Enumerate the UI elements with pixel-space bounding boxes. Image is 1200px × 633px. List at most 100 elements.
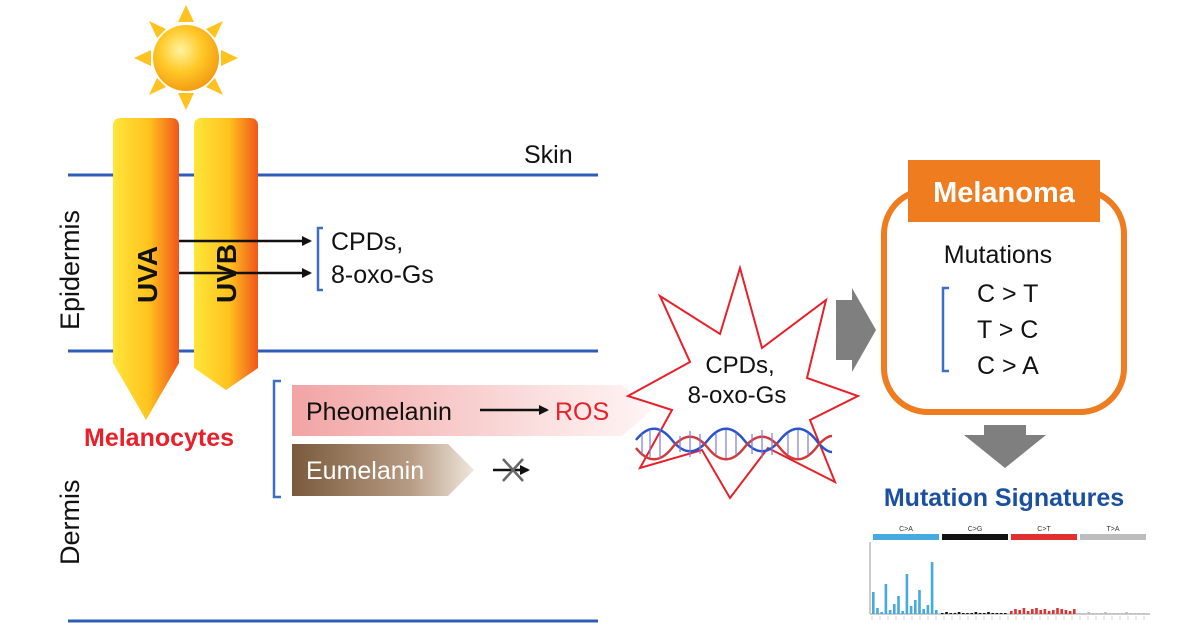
- signature-bar: [1010, 611, 1013, 614]
- pheomelanin-band: [292, 385, 652, 436]
- signature-header-ta: [1080, 534, 1146, 540]
- signature-x-ticks: [871, 616, 1145, 620]
- signature-bar: [957, 612, 961, 614]
- signature-bar: [897, 596, 900, 614]
- signature-bar: [880, 612, 883, 614]
- skin-label: Skin: [524, 141, 573, 169]
- signature-bar: [893, 604, 896, 614]
- signature-bar: [1129, 613, 1132, 614]
- signature-bar: [1018, 610, 1021, 614]
- signature-bar: [901, 611, 904, 614]
- uvb-ray: [194, 118, 258, 390]
- mutation-item: C > T: [977, 280, 1038, 308]
- signature-bar: [970, 613, 973, 614]
- signature-group-label: C>A: [899, 526, 913, 533]
- burst-line2: 8-oxo-Gs: [688, 382, 787, 409]
- signature-bar: [1073, 609, 1076, 614]
- signature-bar: [1060, 609, 1063, 614]
- signature-bar: [1004, 613, 1007, 614]
- signature-bar: [974, 612, 978, 614]
- signature-bar: [978, 613, 982, 614]
- signature-bar: [1039, 610, 1042, 614]
- signature-group-label: C>T: [1037, 526, 1051, 533]
- signature-bar: [1014, 609, 1017, 614]
- signature-bar: [926, 605, 930, 614]
- to-signatures-arrow: [964, 425, 1046, 468]
- signature-bar: [1112, 613, 1116, 614]
- signature-bar: [1091, 613, 1095, 614]
- blocked-x-icon: [502, 458, 524, 482]
- signature-bar: [888, 610, 892, 614]
- signature-bars: [872, 562, 1145, 614]
- signature-header-ct: [1011, 534, 1077, 540]
- mutations-bracket: [941, 286, 949, 373]
- signature-bar: [1079, 613, 1082, 614]
- signature-header-ca: [873, 534, 939, 540]
- signature-bar: [1052, 610, 1055, 614]
- signature-bar: [991, 613, 994, 614]
- eumelanin-label: Eumelanin: [306, 457, 424, 485]
- signature-bar: [945, 612, 948, 614]
- burst-line1: CPDs,: [705, 352, 774, 379]
- signature-bar: [1031, 609, 1034, 614]
- uva-ray: [113, 118, 179, 420]
- epidermis-label: Epidermis: [55, 210, 85, 330]
- signature-bar: [949, 613, 952, 614]
- to-melanoma-arrow: [836, 288, 876, 372]
- signature-bar: [884, 584, 888, 614]
- signatures-title: Mutation Signatures: [884, 484, 1124, 512]
- signature-bar: [1142, 613, 1145, 614]
- melanoma-title-bar: [908, 160, 1100, 222]
- signature-bar: [935, 610, 938, 614]
- signature-bar: [1137, 613, 1141, 614]
- signature-bar: [1056, 608, 1059, 614]
- signature-bar: [953, 613, 957, 614]
- signature-bar: [872, 592, 875, 614]
- signature-bar: [1121, 613, 1124, 614]
- signature-bar: [966, 613, 969, 614]
- signature-bar: [914, 600, 917, 614]
- signature-bar: [941, 613, 944, 614]
- signature-bar: [1087, 612, 1090, 614]
- signature-bar: [987, 612, 990, 614]
- signature-bar: [905, 574, 909, 614]
- signature-bar: [995, 613, 999, 614]
- signature-bar: [1064, 610, 1068, 614]
- signature-bar: [1068, 611, 1072, 614]
- pigment-bracket: [272, 379, 281, 499]
- dermis-label: Dermis: [55, 480, 85, 566]
- signature-bar: [876, 608, 879, 614]
- lesions-bracket: [316, 226, 323, 292]
- signature-bar: [930, 562, 934, 614]
- mutation-item: C > A: [977, 352, 1039, 380]
- signature-bar: [922, 609, 925, 614]
- lesions-line1: CPDs,: [331, 228, 403, 256]
- signature-bar: [1133, 613, 1137, 614]
- melanocytes-label: Melanocytes: [84, 424, 234, 452]
- signature-bar: [1125, 612, 1128, 614]
- signature-bar: [962, 613, 965, 614]
- ros-label: ROS: [555, 398, 609, 426]
- signature-bar: [1095, 613, 1099, 614]
- mutations-heading: Mutations: [944, 241, 1052, 269]
- signature-bar: [1047, 611, 1051, 614]
- signature-group-label: C>G: [968, 526, 983, 533]
- signature-group-label: T>A: [1106, 526, 1119, 533]
- melanoma-title: Melanoma: [933, 177, 1076, 209]
- signature-thumbnail-chart: C>A C>G C>T T>A: [869, 526, 1150, 620]
- dna-helix-icon: [635, 427, 833, 461]
- eumelanin-band: [292, 444, 474, 496]
- signature-bar: [1100, 613, 1103, 614]
- signature-header-cg: [942, 534, 1008, 540]
- signature-bar: [983, 613, 986, 614]
- signature-bar: [1083, 613, 1086, 614]
- signature-bar: [1108, 613, 1111, 614]
- signature-bar: [1022, 608, 1026, 614]
- signature-bar: [1043, 609, 1047, 614]
- signature-bar: [1026, 611, 1030, 614]
- signature-bar: [918, 590, 921, 614]
- lesions-line2: 8-oxo-Gs: [331, 261, 434, 289]
- pheomelanin-label: Pheomelanin: [306, 398, 452, 426]
- signature-bar: [1104, 612, 1107, 614]
